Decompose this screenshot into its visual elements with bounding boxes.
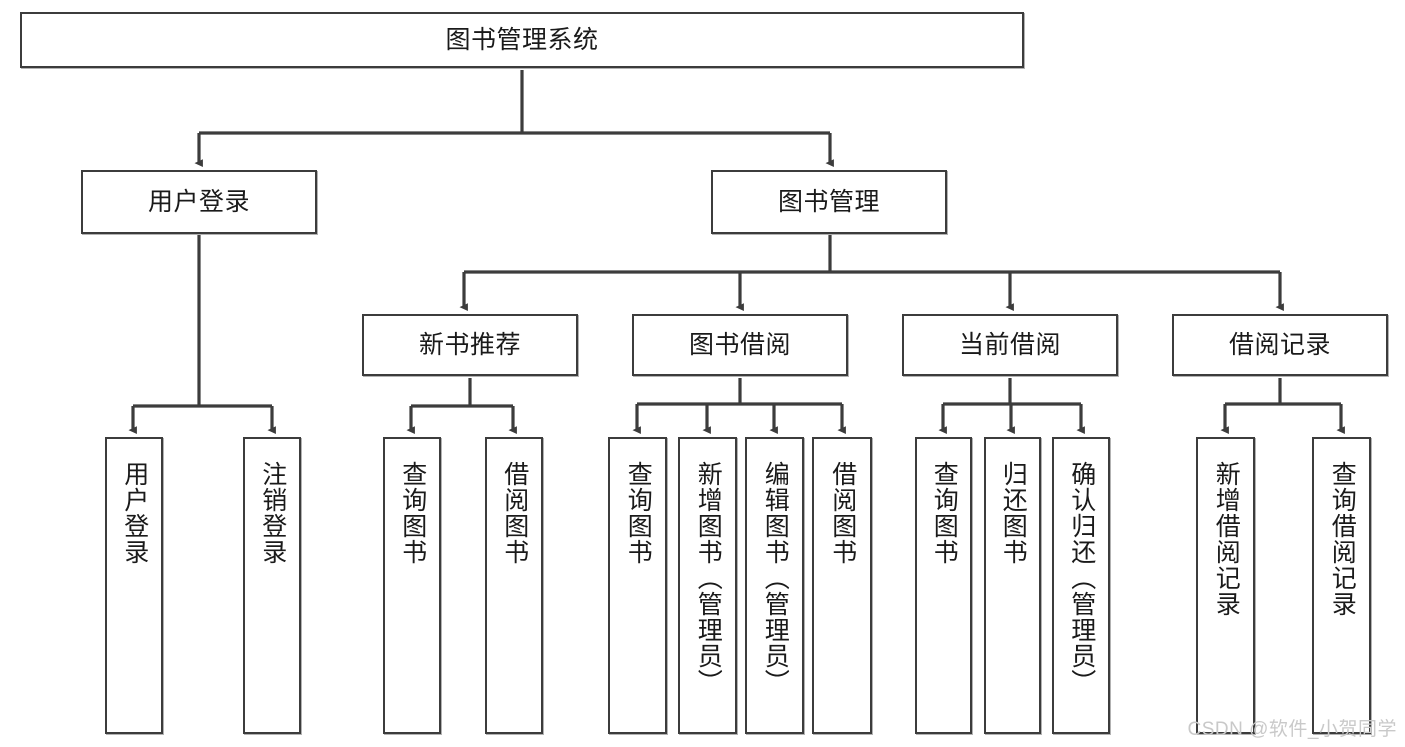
leaf-new-book-borrow-label: 借阅图书 bbox=[500, 461, 529, 565]
leaf-user-login-signout[interactable]: 注销登录 bbox=[243, 437, 301, 734]
leaf-borrow-add-book-label: 新增图书（管理员） bbox=[694, 461, 723, 695]
node-new-book-recommend-label: 新书推荐 bbox=[418, 330, 521, 359]
leaf-new-book-borrow[interactable]: 借阅图书 bbox=[485, 437, 543, 734]
node-current-borrow[interactable]: 当前借阅 bbox=[902, 314, 1118, 376]
node-root[interactable]: 图书管理系统 bbox=[20, 12, 1024, 68]
leaf-new-book-query[interactable]: 查询图书 bbox=[383, 437, 441, 734]
node-borrow-records-label: 借阅记录 bbox=[1228, 330, 1331, 359]
node-root-label: 图书管理系统 bbox=[445, 25, 599, 54]
node-user-login[interactable]: 用户登录 bbox=[81, 170, 317, 234]
leaf-current-confirm-return[interactable]: 确认归还（管理员） bbox=[1052, 437, 1110, 734]
node-borrow-records[interactable]: 借阅记录 bbox=[1172, 314, 1388, 376]
leaf-records-query-label: 查询借阅记录 bbox=[1328, 461, 1357, 617]
node-user-login-label: 用户登录 bbox=[147, 187, 250, 216]
leaf-current-return[interactable]: 归还图书 bbox=[984, 437, 1041, 734]
leaf-borrow-borrow-book-label: 借阅图书 bbox=[828, 461, 857, 565]
leaf-current-query[interactable]: 查询图书 bbox=[915, 437, 972, 734]
leaf-records-query[interactable]: 查询借阅记录 bbox=[1312, 437, 1371, 734]
leaf-new-book-query-label: 查询图书 bbox=[398, 461, 427, 565]
leaf-user-login-signout-label: 注销登录 bbox=[258, 461, 287, 565]
node-book-management-label: 图书管理 bbox=[777, 187, 880, 216]
leaf-current-return-label: 归还图书 bbox=[999, 461, 1028, 565]
leaf-user-login-signin-label: 用户登录 bbox=[120, 461, 149, 565]
leaf-borrow-add-book[interactable]: 新增图书（管理员） bbox=[678, 437, 737, 734]
watermark: CSDN @软件_小贺同学 bbox=[1187, 719, 1397, 740]
node-book-borrow-label: 图书借阅 bbox=[688, 330, 791, 359]
node-new-book-recommend[interactable]: 新书推荐 bbox=[362, 314, 578, 376]
leaf-borrow-edit-book-label: 编辑图书（管理员） bbox=[761, 461, 790, 695]
leaf-current-confirm-return-label: 确认归还（管理员） bbox=[1067, 461, 1096, 695]
node-book-management[interactable]: 图书管理 bbox=[711, 170, 947, 234]
leaf-records-add[interactable]: 新增借阅记录 bbox=[1196, 437, 1255, 734]
node-current-borrow-label: 当前借阅 bbox=[958, 330, 1061, 359]
leaf-borrow-query-label: 查询图书 bbox=[624, 461, 653, 565]
leaf-borrow-borrow-book[interactable]: 借阅图书 bbox=[812, 437, 872, 734]
leaf-records-add-label: 新增借阅记录 bbox=[1212, 461, 1241, 617]
leaf-borrow-query[interactable]: 查询图书 bbox=[608, 437, 667, 734]
leaf-borrow-edit-book[interactable]: 编辑图书（管理员） bbox=[745, 437, 804, 734]
leaf-current-query-label: 查询图书 bbox=[930, 461, 959, 565]
leaf-user-login-signin[interactable]: 用户登录 bbox=[105, 437, 163, 734]
node-book-borrow[interactable]: 图书借阅 bbox=[632, 314, 848, 376]
